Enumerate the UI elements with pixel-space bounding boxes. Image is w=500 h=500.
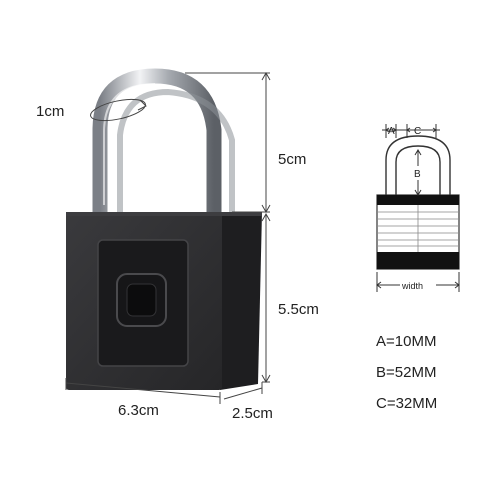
schematic-label-b-bg bbox=[412, 166, 424, 180]
lock-body-side bbox=[220, 212, 262, 390]
shackle-highlight bbox=[103, 83, 156, 205]
spec-item: C=32MM bbox=[376, 395, 437, 412]
schematic-width-dimension bbox=[376, 272, 460, 292]
padlock-illustration bbox=[66, 68, 262, 390]
body-height-label: 5.5cm bbox=[278, 301, 319, 318]
schematic-shackle-inner bbox=[395, 145, 441, 195]
schematic-label-c: C bbox=[414, 126, 421, 137]
spec-item: B=52MM bbox=[376, 364, 436, 381]
schematic-top-band bbox=[377, 195, 459, 205]
body-depth-label: 2.5cm bbox=[232, 405, 273, 422]
fingerprint-pad bbox=[126, 283, 157, 317]
schematic-shackle bbox=[385, 135, 451, 195]
lock-body-top-edge bbox=[66, 212, 262, 216]
schematic-laminations bbox=[377, 205, 459, 252]
padlock-dimensions bbox=[65, 71, 271, 404]
schematic-top-dimensions bbox=[382, 124, 440, 138]
schematic-padlock: A C B width bbox=[376, 124, 460, 292]
schematic-width-label: width bbox=[401, 281, 423, 291]
shackle-height-label: 5cm bbox=[278, 151, 306, 168]
spec-item: A=10MM bbox=[376, 333, 436, 350]
shackle-back bbox=[117, 88, 235, 212]
schematic-label-b: B bbox=[414, 169, 421, 180]
schematic-bottom-band bbox=[377, 252, 459, 269]
schematic-label-a: A bbox=[388, 126, 395, 137]
spec-list: A=10MM B=52MM C=32MM bbox=[376, 333, 437, 412]
shackle-thickness-label: 1cm bbox=[36, 103, 64, 120]
body-width-label: 6.3cm bbox=[118, 402, 159, 419]
